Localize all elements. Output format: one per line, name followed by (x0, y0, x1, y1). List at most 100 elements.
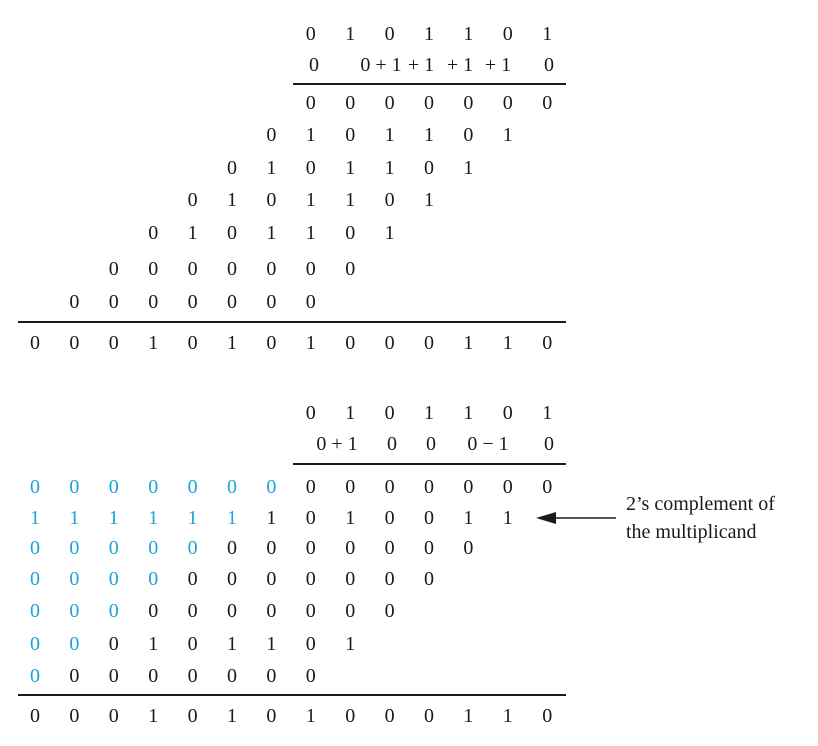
top-partial-product-digit: 0 (463, 92, 474, 114)
bottom-partial-product-digit: 1 (266, 507, 277, 529)
bottom-partial-product-digit: 0 (187, 600, 198, 622)
bottom-partial-product-digit: 0 (424, 507, 434, 529)
sign-extension-digit: 0 (227, 476, 237, 498)
top-product-digit: 0 (187, 332, 198, 354)
bottom-recoded-digit: 0 (387, 433, 397, 455)
sign-extension-digit: 0 (108, 476, 119, 498)
sign-extension-digit: 0 (69, 600, 80, 622)
top-product-digit: 1 (463, 332, 474, 354)
top-product-digit: 0 (345, 332, 356, 354)
sign-extension-digit: 0 (69, 633, 80, 655)
bottom-multiplicand-digit: 0 (384, 402, 395, 424)
top-product-digit: 1 (148, 332, 159, 354)
top-partial-product-digit: 0 (384, 189, 395, 211)
top-multiplicand-digit: 1 (463, 23, 474, 45)
bottom-product-digit: 1 (148, 705, 159, 727)
bottom-multiplicand-digit: 1 (424, 402, 434, 424)
bottom-partial-product-digit: 0 (305, 507, 316, 529)
top-partial-product-digit: 0 (148, 222, 159, 244)
bottom-partial-product-digit: 1 (345, 507, 356, 529)
top-partial-product-digit: 0 (227, 222, 237, 244)
sign-extension-digit: 1 (69, 507, 80, 529)
top-product-digit: 0 (542, 332, 553, 354)
sign-extension-digit: 0 (30, 568, 40, 590)
bottom-partial-product-digit: 0 (266, 568, 277, 590)
sign-extension-digit: 0 (148, 476, 159, 498)
top-partial-product-digit: 1 (305, 124, 316, 146)
bottom-partial-product-digit: 0 (69, 665, 80, 687)
bottom-partial-product-digit: 0 (227, 537, 237, 559)
top-partial-product-digit: 0 (227, 291, 237, 313)
top-partial-product-digit: 0 (463, 124, 474, 146)
top-partial-product-digit: 0 (187, 258, 198, 280)
sign-extension-digit: 1 (187, 507, 198, 529)
top-partial-product-digit: 0 (502, 92, 513, 114)
bottom-partial-product-digit: 0 (424, 568, 434, 590)
bottom-partial-product-digit: 0 (542, 476, 553, 498)
top-partial-product-digit: 1 (266, 157, 277, 179)
top-partial-product-digit: 0 (345, 92, 356, 114)
top-recoded-digit: 0 (544, 54, 554, 76)
top-partial-product-digit: 0 (345, 124, 356, 146)
annotation-arrow (536, 512, 616, 524)
bottom-product-digit: 0 (108, 705, 119, 727)
top-product-digit: 0 (266, 332, 277, 354)
bottom-partial-product-digit: 0 (305, 537, 316, 559)
top-multiplicand-digit: 1 (542, 23, 553, 45)
bottom-partial-product-digit: 0 (305, 568, 316, 590)
top-recoded-digit: + 1 (407, 54, 435, 76)
top-partial-product-digit: 0 (305, 291, 316, 313)
bottom-partial-product-digit: 0 (227, 665, 237, 687)
top-partial-product-digit: 0 (345, 258, 356, 280)
bottom-partial-product-digit: 1 (463, 507, 474, 529)
bottom-partial-product-digit: 0 (345, 476, 356, 498)
bottom-partial-product-digit: 1 (345, 633, 356, 655)
bottom-partial-product-digit: 0 (384, 568, 395, 590)
bottom-sum-rule (18, 694, 566, 696)
bottom-partial-product-digit: 0 (227, 600, 237, 622)
top-recoded-digit: 0 + 1 (360, 54, 402, 76)
top-partial-product-digit: 1 (266, 222, 277, 244)
top-partial-product-digit: 0 (542, 92, 553, 114)
bottom-partial-product-digit: 0 (187, 665, 198, 687)
annotation-line-2: the multiplicand (626, 521, 757, 543)
top-partial-product-digit: 0 (148, 258, 159, 280)
top-partial-product-digit: 0 (227, 157, 237, 179)
bottom-partial-product-digit: 0 (502, 476, 513, 498)
top-partial-product-digit: 1 (424, 124, 434, 146)
top-partial-product-digit: 0 (266, 258, 277, 280)
bottom-multiplier-rule (293, 463, 566, 465)
bottom-product-digit: 0 (384, 705, 395, 727)
top-partial-product-digit: 0 (266, 291, 277, 313)
top-partial-product-digit: 0 (266, 189, 277, 211)
bottom-product-digit: 0 (187, 705, 198, 727)
top-partial-product-digit: 1 (502, 124, 513, 146)
top-partial-product-digit: 1 (305, 222, 316, 244)
top-multiplicand-digit: 0 (502, 23, 513, 45)
annotation-line-1: 2’s complement of (626, 493, 775, 515)
top-partial-product-digit: 1 (384, 222, 395, 244)
bottom-partial-product-digit: 0 (463, 476, 474, 498)
bottom-recoded-digit: 0 + 1 (316, 433, 358, 455)
sign-extension-digit: 0 (30, 665, 40, 687)
bottom-product-digit: 1 (502, 705, 513, 727)
bottom-partial-product-digit: 0 (463, 537, 474, 559)
sign-extension-digit: 1 (227, 507, 237, 529)
sign-extension-digit: 1 (148, 507, 159, 529)
bottom-multiplicand-digit: 0 (305, 402, 316, 424)
bottom-product-digit: 1 (463, 705, 474, 727)
sign-extension-digit: 0 (148, 537, 159, 559)
bottom-product-digit: 0 (266, 705, 277, 727)
bottom-partial-product-digit: 0 (424, 537, 434, 559)
top-partial-product-digit: 1 (187, 222, 198, 244)
bottom-partial-product-digit: 0 (266, 665, 277, 687)
sign-extension-digit: 1 (30, 507, 40, 529)
top-product-digit: 0 (30, 332, 40, 354)
sign-extension-digit: 0 (69, 568, 80, 590)
sign-extension-digit: 0 (187, 537, 198, 559)
sign-extension-digit: 0 (266, 476, 277, 498)
top-product-digit: 1 (227, 332, 237, 354)
bottom-multiplicand-digit: 1 (542, 402, 553, 424)
sign-extension-digit: 0 (69, 476, 80, 498)
